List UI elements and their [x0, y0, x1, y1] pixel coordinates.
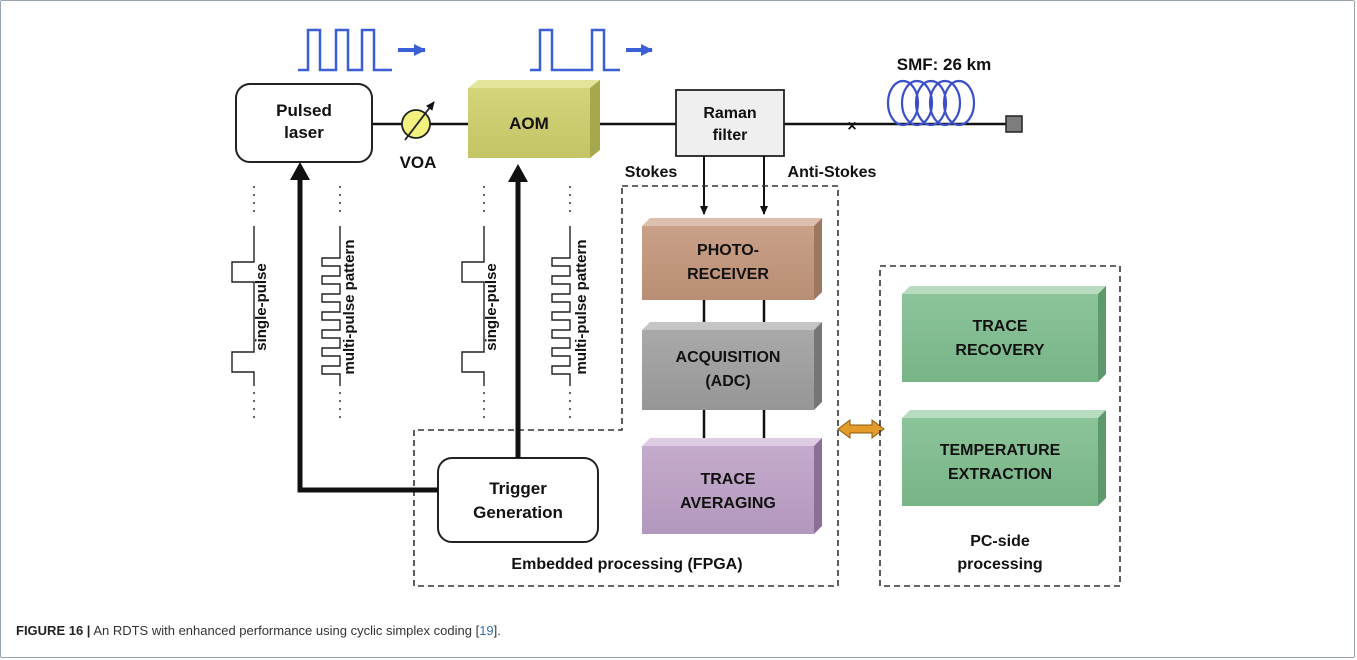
trigger-connections — [290, 162, 528, 493]
fiber-coil: SMF: 26 km — [886, 55, 991, 127]
fpga-boundary — [413, 185, 839, 587]
photo-receiver-line1: PHOTO- — [697, 242, 759, 259]
waveform-laser-single — [231, 186, 255, 418]
figure-caption: FIGURE 16 | An RDTS with enhanced perfor… — [16, 623, 501, 638]
bidirectional-link-arrow — [837, 419, 885, 439]
figure-caption-text: An RDTS with enhanced performance using … — [90, 623, 480, 638]
multi-pulse-label-right: multi-pulse pattern — [573, 239, 590, 374]
voa-attenuator: VOA — [400, 101, 437, 172]
pc-side-boundary — [879, 265, 1121, 587]
waveform-aom-single — [461, 186, 485, 418]
trigger-line1: Trigger — [489, 479, 547, 498]
stokes-signals: Stokes Anti-Stokes — [625, 156, 877, 215]
aom-label: AOM — [509, 114, 549, 133]
trace-recovery-block: TRACE RECOVERY — [902, 286, 1106, 382]
raman-line2: filter — [713, 127, 748, 144]
waveform-aom-multi — [551, 186, 571, 418]
fiber-label: SMF: 26 km — [897, 55, 991, 74]
trigger-line2: Generation — [473, 503, 563, 522]
raman-filter-block: Raman filter — [675, 89, 785, 157]
trace-averaging-block: TRACE AVERAGING — [642, 438, 822, 534]
stokes-label: Stokes — [625, 164, 678, 181]
photo-receiver-block: PHOTO- RECEIVER — [642, 218, 822, 300]
pc-side-label-line1: PC-side — [970, 533, 1030, 550]
trigger-generation-block: Trigger Generation — [437, 457, 599, 543]
pulse-train-aom — [530, 28, 653, 72]
acquisition-block: ACQUISITION (ADC) — [642, 322, 822, 410]
photo-receiver-line2: RECEIVER — [687, 266, 769, 283]
fpga-label: Embedded processing (FPGA) — [511, 556, 742, 573]
pc-side-label-line2: processing — [957, 556, 1042, 573]
voa-label: VOA — [400, 153, 437, 172]
pulsed-laser-block: Pulsed laser — [235, 83, 373, 163]
pulsed-laser-line2: laser — [284, 123, 324, 142]
trace-recovery-line2: RECOVERY — [955, 342, 1045, 359]
temperature-line1: TEMPERATURE — [940, 442, 1061, 459]
rdts-block-diagram: × Pulsed laser VOA AOM Raman filter SMF:… — [231, 28, 1121, 587]
figure-caption-suffix: ]. — [493, 623, 501, 638]
single-pulse-label-left: single-pulse — [253, 263, 270, 351]
figure-caption-prefix: FIGURE 16 | — [16, 623, 91, 638]
svg-text:×: × — [847, 118, 856, 135]
aom-block: AOM — [468, 80, 600, 158]
pulse-train-laser — [298, 28, 426, 72]
pulsed-laser-line1: Pulsed — [276, 101, 332, 120]
acquisition-line1: ACQUISITION — [676, 349, 781, 366]
temperature-extraction-block: TEMPERATURE EXTRACTION — [902, 410, 1106, 506]
trace-recovery-line1: TRACE — [972, 318, 1027, 335]
trace-averaging-line2: AVERAGING — [680, 495, 776, 512]
trace-averaging-line1: TRACE — [700, 471, 755, 488]
figure-caption-ref[interactable]: 19 — [479, 623, 494, 638]
acquisition-line2: (ADC) — [705, 373, 750, 390]
raman-line1: Raman — [703, 105, 756, 122]
anti-stokes-label: Anti-Stokes — [788, 164, 877, 181]
temperature-line2: EXTRACTION — [948, 466, 1052, 483]
single-pulse-label-right: single-pulse — [483, 263, 500, 351]
multi-pulse-label-left: multi-pulse pattern — [341, 239, 358, 374]
fiber-end-terminator — [1005, 115, 1023, 133]
waveform-laser-multi — [321, 186, 341, 418]
